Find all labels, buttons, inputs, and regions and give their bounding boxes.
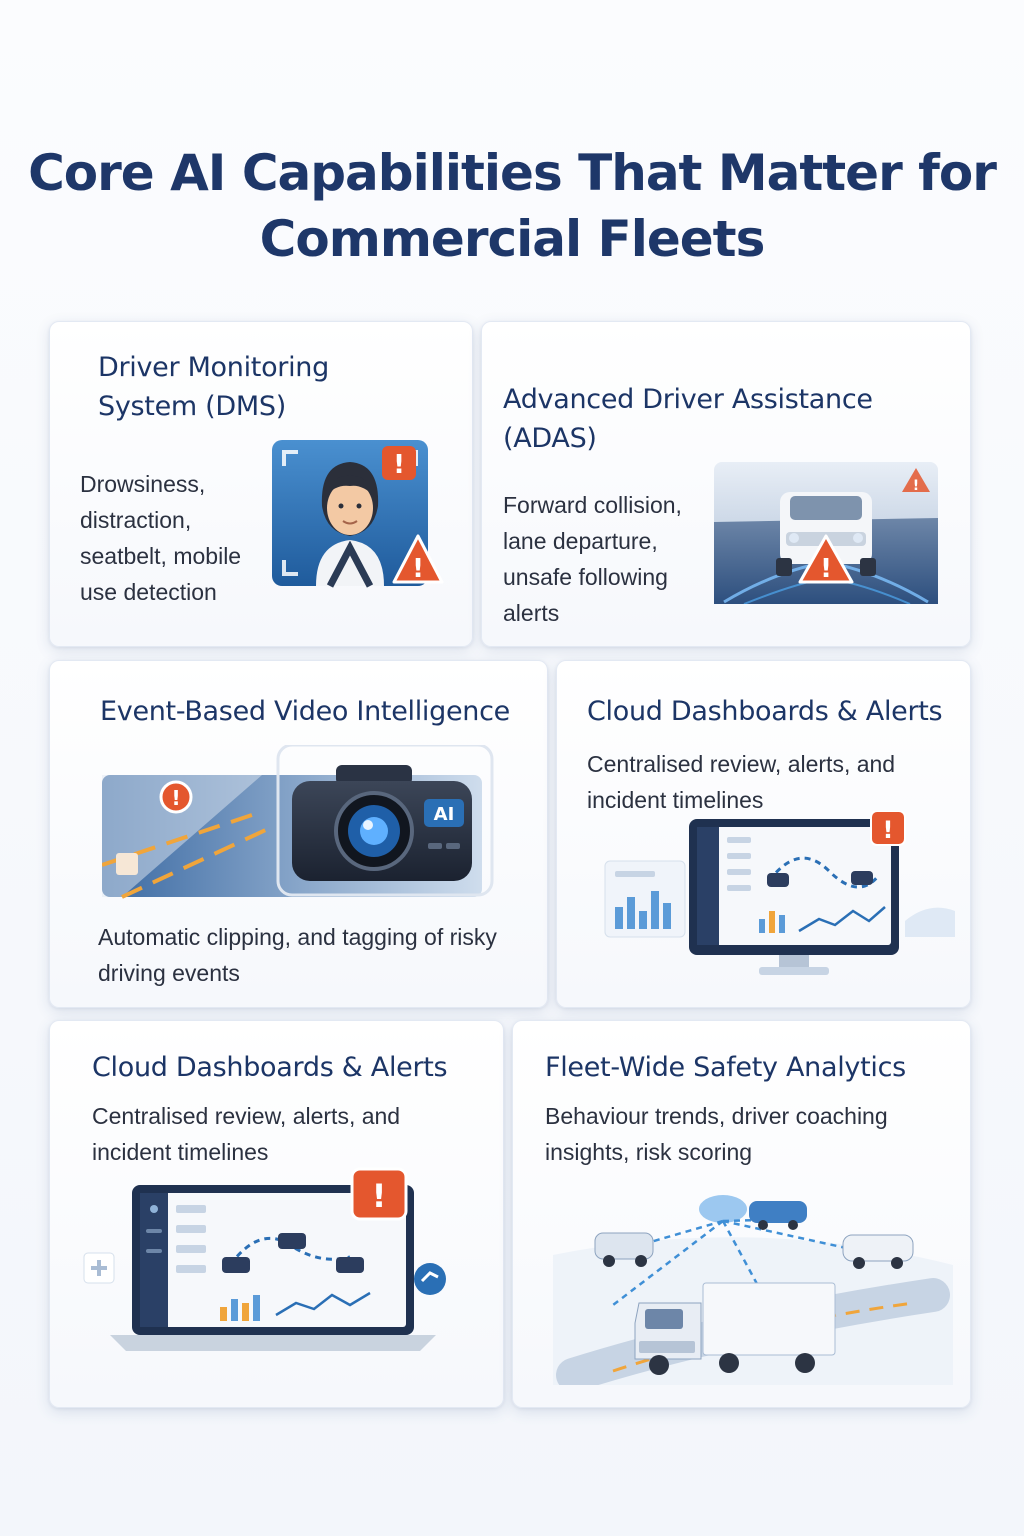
- card-cloud-dashboards-monitor: Cloud Dashboards & Alerts Centralised re…: [556, 660, 971, 1008]
- svg-text:!: !: [913, 478, 919, 494]
- svg-text:!: !: [820, 554, 832, 584]
- page-title: Core AI Capabilities That Matter for Com…: [0, 140, 1024, 272]
- adas-road-car-icon: ! !: [714, 462, 938, 604]
- ai-dashcam-icon: ! AI: [102, 745, 494, 901]
- card-description: Drowsiness, distraction, seatbelt, mobil…: [80, 471, 242, 605]
- card-cloud-dashboards-laptop: Cloud Dashboards & Alerts Centralised re…: [49, 1020, 504, 1408]
- card-description: Automatic clipping, and tagging of risky…: [98, 924, 497, 986]
- card-title: Driver Monitoring System (DMS): [98, 352, 329, 422]
- svg-text:!: !: [412, 554, 424, 584]
- card-title: Cloud Dashboards & Alerts: [92, 1052, 448, 1083]
- card-description: Forward collision, lane departure, unsaf…: [503, 492, 682, 626]
- laptop-dashboard-icon: !: [80, 1165, 460, 1355]
- card-title: Event-Based Video Intelligence: [100, 696, 510, 727]
- card-title: Cloud Dashboards & Alerts: [587, 696, 943, 727]
- card-title: Advanced Driver Assistance (ADAS): [503, 384, 873, 454]
- card-driver-monitoring: Driver Monitoring System (DMS) Drowsines…: [49, 321, 473, 647]
- svg-text:!: !: [393, 450, 405, 480]
- camera-ai-badge: AI: [434, 804, 455, 825]
- svg-text:!: !: [883, 816, 894, 844]
- card-fleet-analytics: Fleet-Wide Safety Analytics Behaviour tr…: [512, 1020, 971, 1408]
- connected-fleet-icon: [553, 1175, 953, 1385]
- card-description: Behaviour trends, driver coaching insigh…: [545, 1103, 888, 1165]
- card-event-video: Event-Based Video Intelligence Automatic…: [49, 660, 548, 1008]
- svg-text:!: !: [171, 786, 180, 810]
- monitor-dashboard-icon: !: [599, 811, 959, 981]
- page-title-text: Core AI Capabilities That Matter for Com…: [28, 144, 997, 268]
- driver-monitoring-icon: ! !: [270, 436, 460, 596]
- card-description: Centralised review, alerts, and incident…: [92, 1103, 401, 1165]
- card-description: Centralised review, alerts, and incident…: [587, 751, 896, 813]
- card-title: Fleet-Wide Safety Analytics: [545, 1052, 906, 1083]
- card-adas: Advanced Driver Assistance (ADAS) Forwar…: [481, 321, 971, 647]
- svg-text:!: !: [372, 1177, 387, 1215]
